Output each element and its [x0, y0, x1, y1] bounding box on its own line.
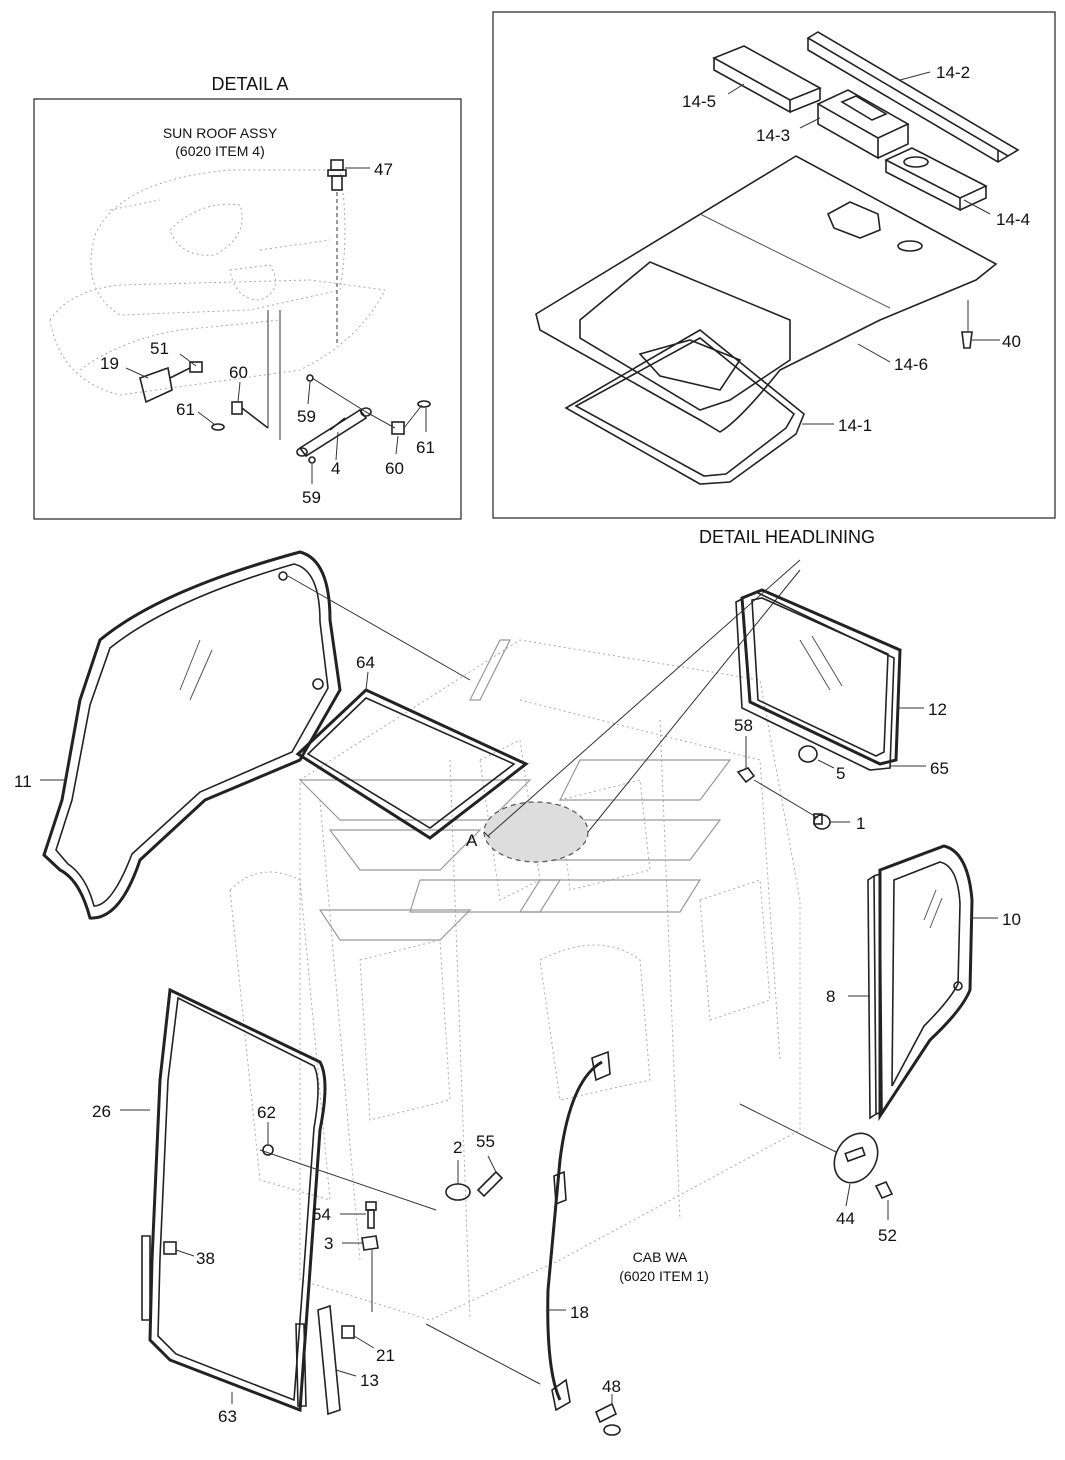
detail-a-marker-label: A [466, 831, 478, 850]
label-63: 63 [218, 1407, 237, 1426]
door-seal-63 [141, 1235, 307, 1407]
nut-58 [736, 736, 819, 819]
label-14-1: 14-1 [838, 416, 872, 435]
block-38 [163, 1241, 177, 1255]
washer-59-top [306, 374, 314, 382]
seal-14-1-inner [574, 337, 796, 477]
clip-40 [961, 300, 973, 349]
label-14-2: 14-2 [936, 63, 970, 82]
bolt-54 [340, 1201, 377, 1229]
label-61-right: 61 [416, 438, 435, 457]
label-58: 58 [734, 716, 753, 735]
label-65: 65 [930, 759, 949, 778]
label-38: 38 [196, 1249, 215, 1268]
nut-62 [262, 1122, 274, 1156]
pad-14-2 [806, 31, 1020, 163]
pad-14-4 [884, 147, 988, 212]
seal-14-1 [564, 329, 805, 485]
label-13: 13 [360, 1371, 379, 1390]
label-59-top: 59 [297, 407, 316, 426]
label-61-left: 61 [176, 400, 195, 419]
clip-3 [342, 1235, 379, 1312]
detail-headlining-title: DETAIL HEADLINING [699, 527, 875, 547]
label-4: 4 [331, 459, 340, 478]
label-44: 44 [836, 1209, 855, 1228]
windshield-11 [40, 550, 471, 920]
label-48: 48 [602, 1377, 621, 1396]
strip-13 [317, 1304, 357, 1416]
rear-window-12 [735, 588, 926, 771]
sunroof-seal-64 [295, 671, 529, 840]
label-14-5: 14-5 [682, 92, 716, 111]
label-51: 51 [150, 339, 169, 358]
label-52: 52 [878, 1226, 897, 1245]
label-60-right: 60 [385, 459, 404, 478]
label-5: 5 [836, 764, 845, 783]
label-62: 62 [257, 1103, 276, 1122]
pad-14-5 [712, 45, 822, 114]
label-3: 3 [324, 1234, 333, 1253]
label-47: 47 [374, 160, 393, 179]
clip-61-right [417, 400, 431, 408]
logo-watermark [298, 639, 732, 941]
detail-a-subtitle-2: (6020 ITEM 4) [175, 143, 264, 159]
plate-2 [445, 1160, 471, 1201]
label-14-3: 14-3 [756, 126, 790, 145]
label-64: 64 [356, 653, 375, 672]
detail-a-title: DETAIL A [211, 74, 288, 94]
detail-a-marker: A [466, 559, 801, 863]
grab-handle-18 [425, 1050, 611, 1412]
block-21 [341, 1325, 375, 1349]
side-window-10 [878, 844, 998, 1122]
label-12: 12 [928, 700, 947, 719]
label-10: 10 [1002, 910, 1021, 929]
gas-strut [296, 407, 372, 458]
plate-44 [739, 1103, 879, 1207]
bolt-47 [327, 159, 347, 345]
label-14-6: 14-6 [894, 355, 928, 374]
pin-60-left [231, 401, 269, 429]
cab-caption-1: CAB WA [633, 1249, 688, 1265]
washer-59-bottom [308, 456, 316, 464]
bracket-19 [139, 366, 173, 404]
sun-roof-ghost-outline [49, 169, 386, 396]
door-glass-26 [120, 987, 437, 1413]
bolt-52 [874, 1180, 894, 1220]
headliner-14-6 [535, 155, 998, 433]
label-14-4: 14-4 [996, 210, 1030, 229]
label-1: 1 [856, 814, 865, 833]
clip-61-left [211, 423, 225, 431]
label-26: 26 [92, 1102, 111, 1121]
plug-5 [798, 745, 818, 763]
bolt-55 [476, 1155, 504, 1198]
label-59-bottom: 59 [302, 488, 321, 507]
label-8: 8 [826, 987, 835, 1006]
label-21: 21 [376, 1346, 395, 1365]
cab-caption-2: (6020 ITEM 1) [619, 1268, 708, 1284]
screw-1 [813, 813, 850, 830]
label-54: 54 [312, 1205, 331, 1224]
label-55: 55 [476, 1132, 495, 1151]
detail-a-panel: DETAIL A SUN ROOF ASSY (6020 ITEM 4) [33, 74, 462, 520]
label-2: 2 [453, 1138, 462, 1157]
label-40: 40 [1002, 332, 1021, 351]
pin-60-right [391, 421, 405, 435]
bolt-51 [169, 361, 203, 379]
detail-a-subtitle-1: SUN ROOF ASSY [163, 125, 278, 141]
bolt-48 [594, 1394, 621, 1436]
pad-14-3 [816, 89, 910, 160]
seal-8 [848, 872, 883, 1120]
label-19: 19 [100, 354, 119, 373]
label-11: 11 [14, 772, 32, 791]
detail-headlining-panel: DETAIL HEADLINING [492, 11, 1056, 547]
label-60-left: 60 [229, 363, 248, 382]
label-18: 18 [570, 1303, 589, 1322]
